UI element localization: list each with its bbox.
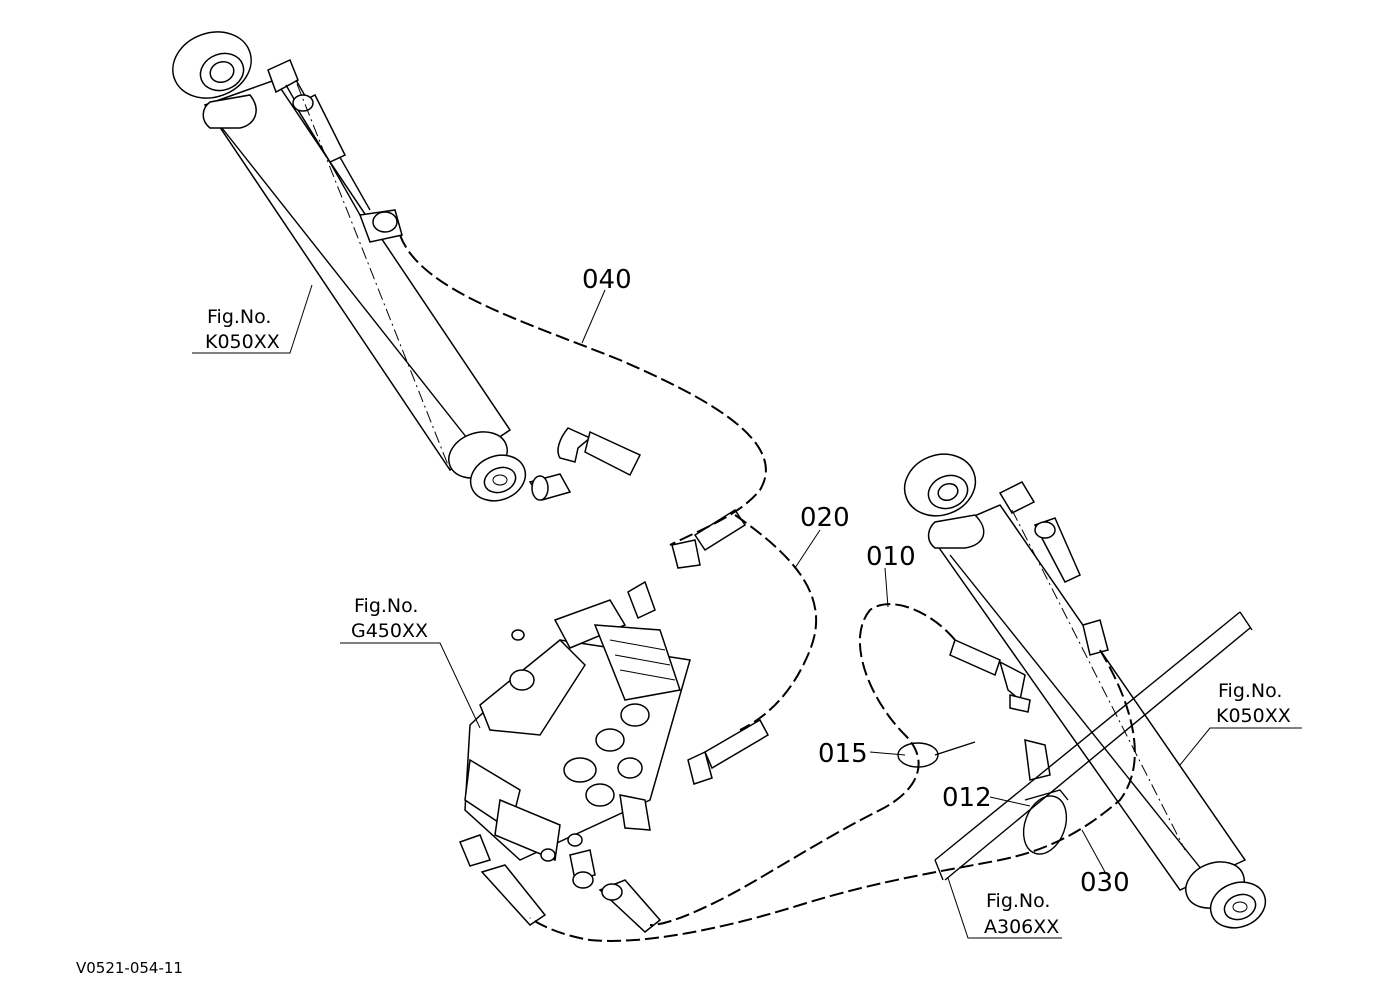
cable-tie [897,741,976,768]
part-leaders [581,289,1106,873]
hose-030 [529,649,1136,942]
left-hydraulic-cylinder [172,31,572,502]
fig-ref-caption-2: Fig.No. [354,595,418,617]
hose-010 [649,603,956,926]
fig-ref-code-4: A306XX [984,916,1059,938]
hoses [399,234,1136,942]
right-hydraulic-cylinder [903,453,1267,929]
fig-ref-caption-3: Fig.No. [1218,680,1282,702]
part-label-020: 020 [800,503,850,533]
fig-ref-caption-4: Fig.No. [986,890,1050,912]
frame-pipe [934,611,1253,881]
drawing-number: V0521-054-11 [76,959,183,977]
hose-020 [734,514,818,731]
part-label-012: 012 [942,783,992,813]
fig-ref-code-2: G450XX [351,620,428,642]
part-label-015: 015 [818,739,868,769]
fig-ref-code-1: K050XX [205,331,280,353]
control-valve-block [459,580,691,881]
figure-ref-leaders [192,284,1302,939]
fig-ref-caption-1: Fig.No. [207,306,271,328]
part-label-010: 010 [866,542,916,572]
part-label-030: 030 [1080,868,1130,898]
hose-clamp [1022,789,1069,855]
part-label-040: 040 [582,265,632,295]
hose-fittings [480,427,1051,933]
hose-040 [399,234,767,546]
fig-ref-code-3: K050XX [1216,705,1291,727]
